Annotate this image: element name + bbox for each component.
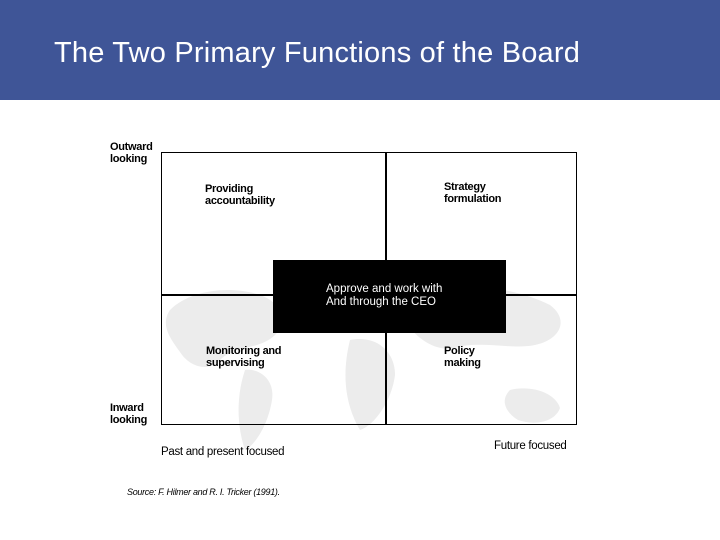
quadrant-top-right: Strategy formulation (444, 181, 502, 205)
quadrant-top-left: Providing accountability (205, 183, 275, 207)
slide-title: The Two Primary Functions of the Board (54, 37, 581, 69)
x-axis-right-label: Future focused (494, 440, 567, 452)
title-bar: The Two Primary Functions of the Board (0, 0, 720, 100)
y-axis-top-label: Outward looking (110, 141, 153, 165)
quadrant-bottom-right: Policy making (444, 345, 481, 369)
source-citation: Source: F. Hilmer and R. I. Tricker (199… (127, 487, 280, 497)
quadrant-grid (161, 152, 577, 425)
quadrant-bottom-left: Monitoring and supervising (206, 345, 282, 369)
y-axis-bottom-label: Inward looking (110, 402, 148, 426)
center-box (273, 260, 506, 333)
center-box-text: Approve and work with And through the CE… (326, 283, 443, 308)
x-axis-left-label: Past and present focused (161, 446, 285, 458)
